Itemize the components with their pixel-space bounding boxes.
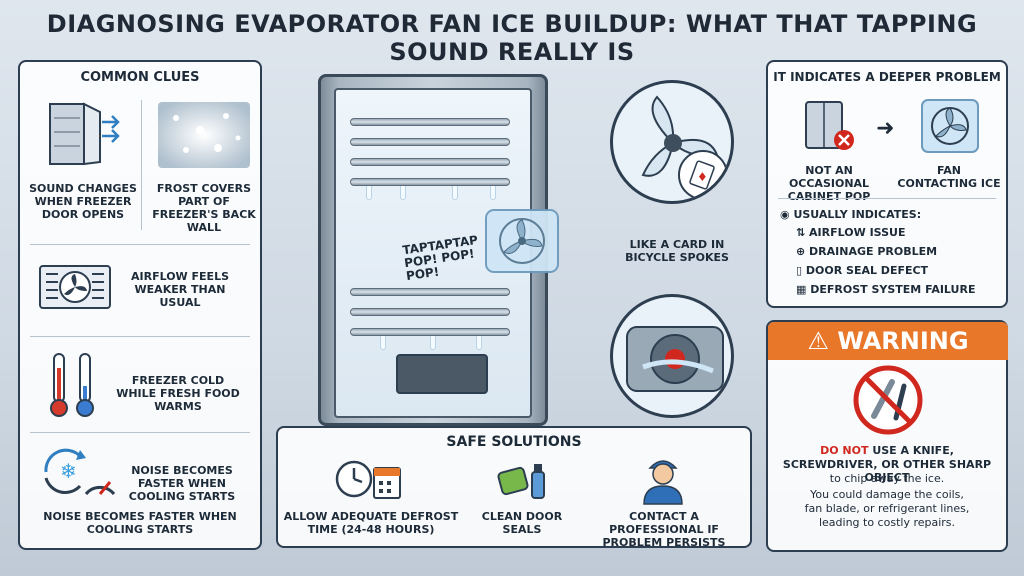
fan-card-callout: ♦ bbox=[610, 80, 734, 204]
evaporator-coil bbox=[350, 178, 510, 186]
clue-frost-text: Frost covers part of freezer's back wall bbox=[152, 182, 256, 234]
usually-indicates-text: Usually indicates: bbox=[793, 208, 922, 221]
solution-seals-text: Clean door seals bbox=[481, 510, 563, 536]
evaporator-coil bbox=[350, 288, 510, 296]
icicle bbox=[452, 186, 458, 200]
common-clues-heading: Common Clues bbox=[80, 70, 200, 85]
indicator-seal-text: Door seal defect bbox=[805, 264, 929, 277]
card-line-1: Like a card in bbox=[629, 238, 725, 251]
clue-door-opens-text: Sound changes when freezer door opens bbox=[29, 182, 137, 221]
open-freezer-icon bbox=[44, 100, 124, 170]
svg-text:❄: ❄ bbox=[60, 459, 77, 483]
arrow-right-icon: ➜ bbox=[876, 116, 895, 141]
solution-defrost-text: Allow adequate defrost time (24-48 hours… bbox=[283, 510, 459, 536]
indicator-drainage: ⊕ Drainage problem bbox=[796, 245, 996, 258]
evaporator-coil bbox=[350, 328, 510, 336]
warning-header: ⚠ WARNING bbox=[768, 322, 1008, 360]
radio-icon: ◉ bbox=[780, 208, 794, 221]
indicator-seal: ▯ Door seal defect bbox=[796, 264, 996, 277]
warning-line-5: fan blade, or refrigerant lines, bbox=[804, 502, 970, 515]
warning-triangle-icon: ⚠ bbox=[807, 327, 838, 355]
usually-indicates-label: ◉ Usually indicates: bbox=[780, 208, 1000, 221]
cooling-cycle-icon: ❄ bbox=[36, 442, 116, 502]
indicator-defrost-text: Defrost system failure bbox=[810, 283, 976, 296]
svg-text:♦: ♦ bbox=[697, 170, 708, 184]
warning-line-2: screwdriver, or other sharp object bbox=[782, 458, 992, 484]
icicle bbox=[430, 336, 436, 350]
indicator-defrost: ▦ Defrost system failure bbox=[796, 283, 996, 296]
cleaning-spray-icon bbox=[492, 454, 552, 504]
fan-in-ice-icon bbox=[918, 96, 982, 156]
clue-noise-icon-text: Noise becomes faster when cooling starts bbox=[128, 464, 236, 503]
deeper-problem-heading: It indicates a deeper problem bbox=[773, 70, 1001, 84]
indicator-airflow: ⇅ Airflow issue bbox=[796, 226, 996, 239]
compressor-unit bbox=[396, 354, 488, 394]
frost-wall-icon bbox=[156, 100, 252, 170]
clue-divider-1 bbox=[30, 244, 250, 245]
icicle bbox=[380, 336, 386, 350]
do-not-text: Do not bbox=[820, 444, 869, 457]
safe-solutions-heading: Safe Solutions bbox=[446, 434, 582, 450]
clue-divider-2 bbox=[30, 336, 250, 337]
evaporator-coil bbox=[350, 308, 510, 316]
thermometers-icon bbox=[44, 350, 104, 420]
drain-icon: ⊕ bbox=[796, 245, 810, 258]
warning-heading-text: WARNING bbox=[837, 327, 969, 355]
page-title: Diagnosing Evaporator Fan Ice Buildup: W… bbox=[46, 10, 978, 66]
evaporator-coil bbox=[350, 158, 510, 166]
fan-contact-text: Fan contacting ice bbox=[897, 164, 1001, 190]
icicle bbox=[490, 186, 496, 200]
icicle bbox=[476, 336, 482, 350]
cabinet-pop-icon bbox=[798, 96, 858, 156]
deeper-divider bbox=[778, 198, 996, 199]
icicle bbox=[400, 186, 406, 200]
solution-pro-text: Contact a professional if problem persis… bbox=[602, 510, 726, 549]
iced-fan-icon bbox=[482, 206, 562, 276]
clue-divider-3 bbox=[30, 432, 250, 433]
not-occasional-text: Not an occasional cabinet pop bbox=[787, 164, 871, 203]
technician-icon bbox=[638, 452, 688, 506]
evaporator-coil bbox=[350, 138, 510, 146]
indicator-airflow-text: Airflow issue bbox=[809, 226, 906, 239]
warning-line-3: to chip away the ice. bbox=[829, 472, 945, 485]
evaporator-coil bbox=[350, 118, 510, 126]
clue-noise-caption: Noise becomes faster when cooling starts bbox=[43, 510, 237, 536]
indicator-drainage-text: Drainage problem bbox=[809, 245, 938, 258]
fan-motor-callout bbox=[610, 294, 734, 418]
icicle bbox=[366, 186, 372, 200]
warning-line-1-rest: use a knife, bbox=[872, 444, 954, 457]
warning-line-1: Do not use a knife, bbox=[770, 444, 1004, 457]
warning-line-6: leading to costly repairs. bbox=[818, 516, 956, 529]
clock-calendar-icon bbox=[334, 454, 404, 504]
airflow-icon: ⇅ bbox=[796, 226, 810, 239]
card-line-2: bicycle spokes bbox=[625, 251, 729, 264]
no-sharp-tools-icon bbox=[852, 364, 924, 436]
clue-divider-vertical bbox=[141, 100, 142, 230]
warning-line-4: You could damage the coils, bbox=[810, 488, 964, 501]
defrost-icon: ▦ bbox=[796, 283, 811, 296]
card-spokes-text: Like a card in bicycle spokes bbox=[612, 238, 742, 264]
clue-airflow-text: Airflow feels weaker than usual bbox=[131, 270, 229, 309]
vent-fan-icon bbox=[38, 264, 112, 310]
door-seal-icon: ▯ bbox=[796, 264, 806, 277]
clue-cold-text: Freezer cold while fresh food warms bbox=[116, 374, 240, 413]
